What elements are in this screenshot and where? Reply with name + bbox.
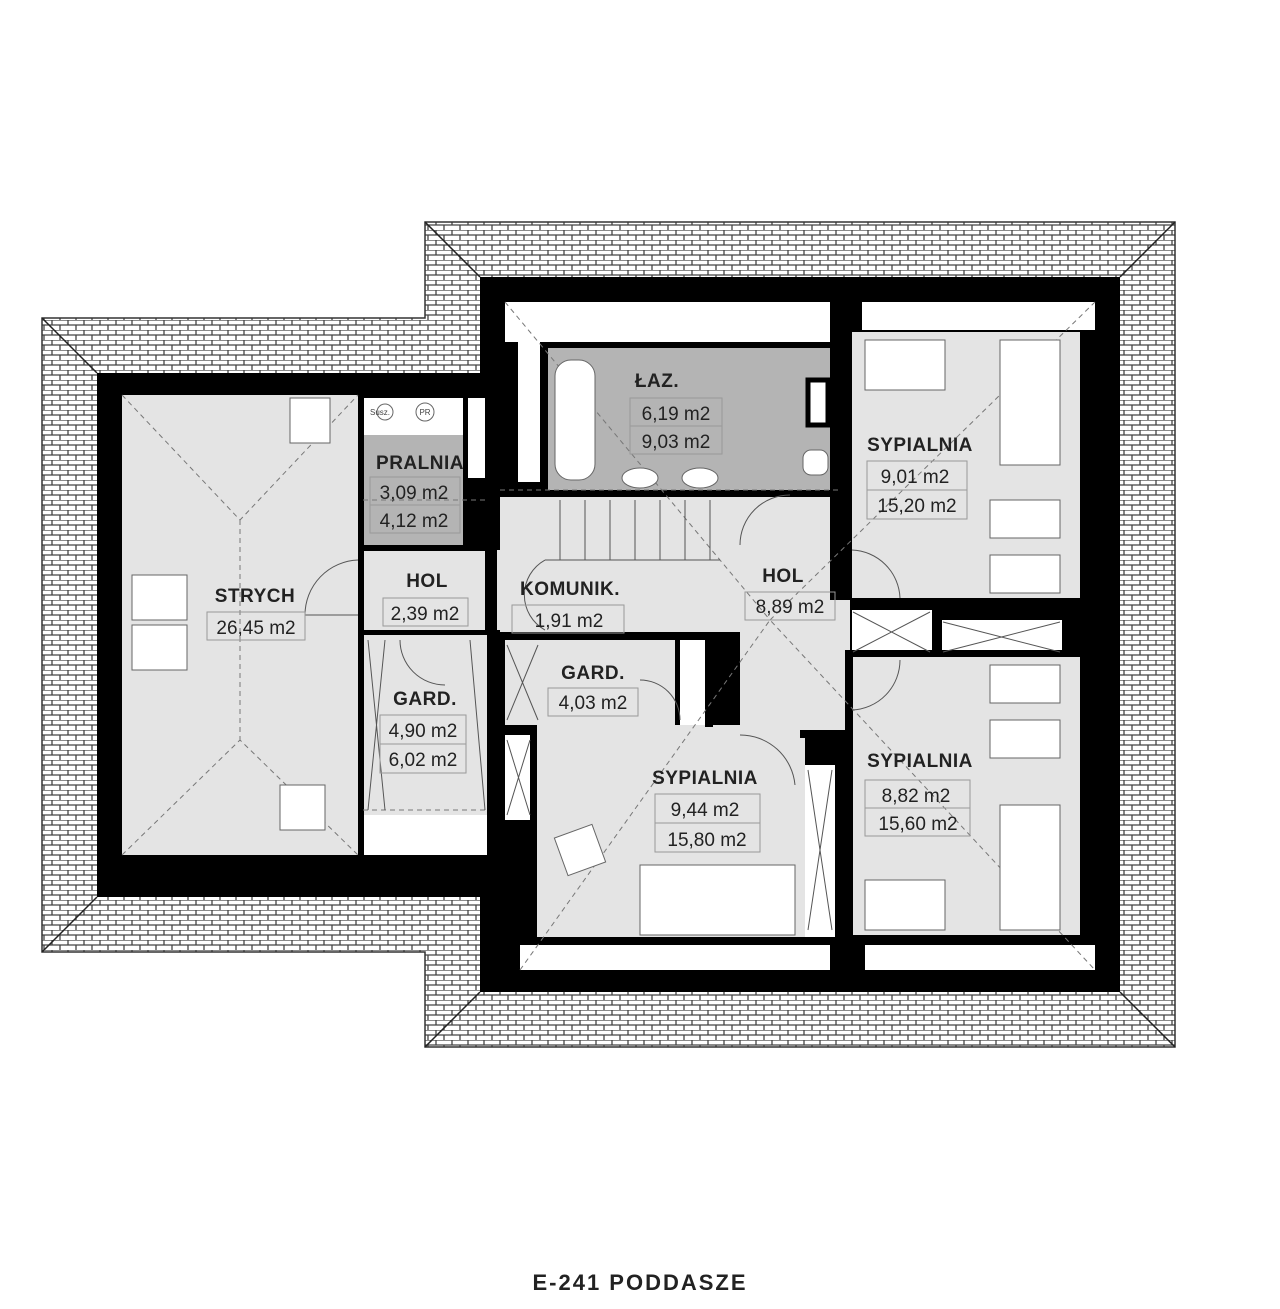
- skylight-icon: [989, 719, 1061, 759]
- plan-title: E-241 PODDASZE: [532, 1270, 747, 1295]
- room-area2-sypialnia-top: 15,20 m2: [877, 496, 956, 517]
- room-area-hol-small: 2,39 m2: [391, 604, 460, 625]
- room-area-gard-left: 4,90 m2: [389, 721, 458, 742]
- door-gard-mid[interactable]: [639, 679, 681, 721]
- bathtub-icon: [554, 359, 596, 481]
- skylight-icon: [279, 784, 326, 831]
- skylight-icon: [989, 554, 1061, 594]
- interior-walls: [358, 330, 1080, 992]
- room-area-sypialnia-center: 9,44 m2: [671, 800, 740, 821]
- room-area-hol-big: 8,89 m2: [756, 597, 825, 618]
- room-area-strych: 26,45 m2: [216, 618, 295, 639]
- washer-icon: [415, 402, 435, 422]
- room-area2-pralnia: 4,12 m2: [380, 511, 449, 532]
- room-area2-sypialnia-center: 15,80 m2: [667, 830, 746, 851]
- skylight-icon: [289, 397, 331, 444]
- room-labels: STRYCH 26,45 m2 PRALNIA 3,09 m2 4,12 m2 …: [215, 371, 973, 851]
- room-area2-laz: 9,03 m2: [642, 432, 711, 453]
- washer-label: PR: [419, 408, 430, 417]
- door-laz[interactable]: [739, 494, 791, 546]
- skylight-icon: [989, 664, 1061, 704]
- room-area2-sypialnia-right: 15,60 m2: [878, 814, 957, 835]
- door-strych[interactable]: [304, 559, 359, 616]
- room-name-laz: ŁAZ.: [635, 371, 679, 392]
- sink-icon: [681, 467, 719, 489]
- dryer-label: Susz.: [370, 408, 390, 417]
- room-area2-gard-left: 6,02 m2: [389, 750, 458, 771]
- room-area-sypialnia-top: 9,01 m2: [881, 467, 950, 488]
- room-name-gard-left: GARD.: [393, 689, 457, 710]
- dryer-icon: [376, 403, 394, 421]
- room-name-komunik: KOMUNIK.: [520, 579, 620, 600]
- room-area-komunik: 1,91 m2: [535, 611, 604, 632]
- wardrobe-icon: [367, 611, 1061, 931]
- fixtures: Susz. PR: [131, 339, 1061, 936]
- door-sypialnia-right[interactable]: [851, 659, 901, 711]
- bed-icon: [999, 804, 1061, 931]
- armchair-icon: [553, 823, 607, 877]
- skylight-icon: [989, 499, 1061, 539]
- desk-icon: [864, 879, 946, 931]
- room-name-pralnia: PRALNIA: [376, 453, 464, 474]
- skylight-icon: [131, 624, 188, 671]
- room-name-sypialnia-center: SYPIALNIA: [652, 768, 758, 789]
- door-sypialnia-top[interactable]: [851, 549, 901, 599]
- room-area-gard-mid: 4,03 m2: [559, 693, 628, 714]
- bed-icon: [639, 864, 796, 936]
- skylight-icon: [131, 574, 188, 621]
- room-area-laz: 6,19 m2: [642, 404, 711, 425]
- stairs-icon: [523, 500, 720, 631]
- room-area-sypialnia-right: 8,82 m2: [882, 786, 951, 807]
- doors[interactable]: [304, 494, 901, 786]
- door-gard-left[interactable]: [399, 639, 446, 686]
- room-name-gard-mid: GARD.: [561, 663, 625, 684]
- area-boxes: [206, 397, 971, 853]
- room-area-pralnia: 3,09 m2: [380, 483, 449, 504]
- room-name-sypialnia-right: SYPIALNIA: [867, 751, 973, 772]
- desk-icon: [864, 339, 946, 391]
- sink-icon: [621, 467, 659, 489]
- room-name-hol-big: HOL: [762, 566, 804, 587]
- toilet-icon: [802, 449, 829, 476]
- bed-icon: [999, 339, 1061, 466]
- room-name-hol-small: HOL: [406, 571, 448, 592]
- room-name-sypialnia-top: SYPIALNIA: [867, 435, 973, 456]
- room-name-strych: STRYCH: [215, 586, 295, 607]
- door-sypialnia-center[interactable]: [739, 734, 796, 786]
